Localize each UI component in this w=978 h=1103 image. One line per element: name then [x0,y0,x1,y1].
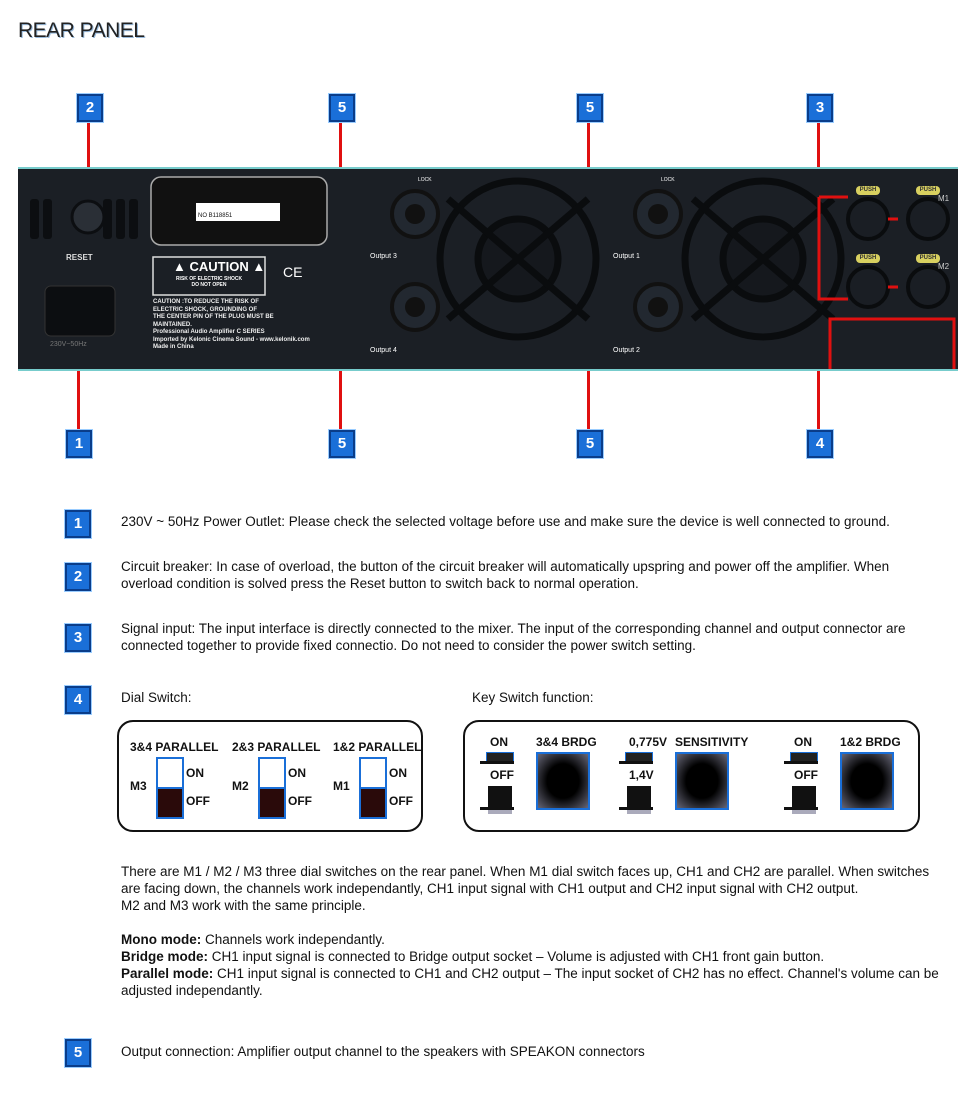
push-release-button[interactable]: PUSH [859,187,877,193]
rear-panel-photo: PUSH PUSH PUSH PUSH RESET 230V~50Hz NO B… [18,167,958,371]
item-badge: 3 [65,624,91,652]
dial-description: There are M1 / M2 / M3 three dial switch… [121,864,939,998]
dial-switch-2[interactable] [359,757,387,819]
callout-badge: 2 [77,94,103,122]
output-2-label: Output 2 [613,347,640,354]
item-badge: 5 [65,1039,91,1067]
xlr-inputs [846,197,950,309]
panel-graphics [30,176,956,369]
leader-line [339,312,342,430]
output-3-label: Output 3 [370,253,397,260]
key-top-label: 0,775V [629,735,668,749]
page-title: REAR PANEL [18,19,145,42]
callout-badge: 5 [329,94,355,122]
lock-label: LOCK [661,177,675,183]
dial-switch-0[interactable] [156,757,184,819]
key-top-label: ON [794,735,812,749]
callout-badge: 5 [577,94,603,122]
key-label: SENSITIVITY [675,735,749,749]
callout-badge: 1 [66,430,92,458]
key-bottom-label: OFF [490,768,514,782]
reset-label: RESET [66,253,93,262]
callout-badge: 4 [807,430,833,458]
key-bottom-label: OFF [794,768,818,782]
push-release-button[interactable]: PUSH [919,255,937,261]
key-label: 3&4 BRDG [536,735,597,749]
output-4-label: Output 4 [370,347,397,354]
dial-label: 3&4 PARALLEL [130,740,219,754]
lock-label: LOCK [418,177,432,183]
key-switch-1[interactable] [675,752,729,810]
item-text-signal: Signal input: The input interface is dir… [121,621,906,653]
reset-button [70,199,106,235]
barcode-number: NO B118851 [198,213,233,219]
dial-id: M2 [232,779,249,793]
dial-on-label: ON [389,766,407,780]
dial-id: M1 [333,779,350,793]
fan-grille [436,177,845,341]
power-inlet [44,285,116,337]
m1-label: M1 [938,194,950,203]
item-badge: 1 [65,510,91,538]
dial-off-label: OFF [288,794,312,808]
leader-line [77,360,80,430]
dial-on-label: ON [288,766,306,780]
item-badge: 2 [65,563,91,591]
dial-off-label: OFF [389,794,413,808]
dial-on-label: ON [186,766,204,780]
key-switch-0[interactable] [536,752,590,810]
callout-badge: 5 [329,430,355,458]
key-top-label: ON [490,735,508,749]
dial-off-label: OFF [186,794,210,808]
push-release-button[interactable]: PUSH [919,187,937,193]
m2-label: M2 [938,262,950,271]
key-bottom-label: 1,4V [629,768,654,782]
item-text-breaker: Circuit breaker: In case of overload, th… [121,559,890,591]
dial-id: M3 [130,779,147,793]
key-label: 1&2 BRDG [840,735,901,749]
switch-area-highlight [828,317,956,369]
caution-title: ▲ CAUTION ▲ [173,259,266,274]
callout-badge: 5 [577,430,603,458]
leader-line [87,120,90,195]
key-switch-title: Key Switch function: [472,690,594,705]
dial-label: 2&3 PARALLEL [232,740,321,754]
output-1-label: Output 1 [613,253,640,260]
ce-mark: CE [283,264,303,280]
key-switch-2[interactable] [840,752,894,810]
dial-switch-1[interactable] [258,757,286,819]
item-badge: 4 [65,686,91,714]
push-release-button[interactable]: PUSH [859,255,877,261]
dial-switch-title: Dial Switch: [121,690,192,705]
callout-badge: 3 [807,94,833,122]
item-text-power: 230V ~ 50Hz Power Outlet: Please check t… [121,514,890,529]
power-label: 230V~50Hz [50,341,87,348]
item-text-output: Output connection: Amplifier output chan… [121,1044,645,1059]
leader-line [817,345,820,430]
dial-label: 1&2 PARALLEL [333,740,422,754]
